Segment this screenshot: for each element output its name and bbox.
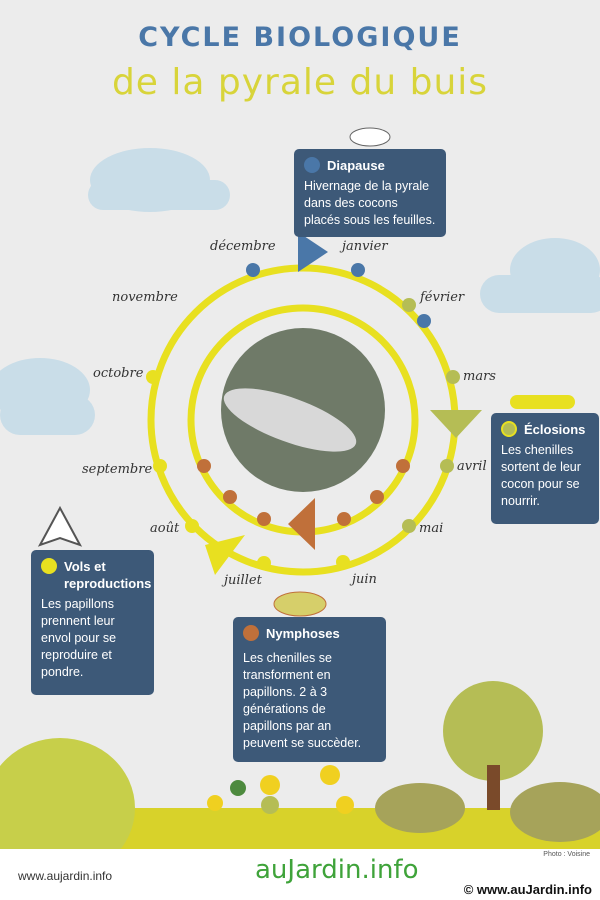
footer: www.aujardin.info auJardin.info Photo : … <box>0 849 600 900</box>
month-label: mai <box>419 521 444 536</box>
stage-eclosions: Éclosions Les chenilles sortent de leur … <box>491 413 599 524</box>
arrow-icon <box>430 410 482 438</box>
month-label: juin <box>352 572 377 587</box>
subtitle: de la pyrale du buis <box>111 62 489 103</box>
logo: auJardin.info <box>255 855 419 885</box>
stage-dot <box>41 558 57 574</box>
month-label: avril <box>457 459 487 474</box>
month-label: novembre <box>112 290 178 305</box>
stage-title: Vols et reproductions <box>64 559 152 591</box>
chrysalis-icon <box>273 591 327 617</box>
month-label: août <box>150 521 180 536</box>
month-label: septembre <box>82 462 153 477</box>
site-link[interactable]: www.aujardin.info <box>18 869 113 883</box>
arrow-icon <box>288 498 315 550</box>
stage-title: Éclosions <box>524 422 586 437</box>
moth-icon <box>223 388 357 452</box>
stage-title: Nymphoses <box>266 626 340 641</box>
stage-text: Les chenilles sortent de leur cocon pour… <box>501 443 581 508</box>
cocoon-icon <box>349 127 391 147</box>
month-label: décembre <box>210 239 276 254</box>
photo-credit: Photo : Voisine <box>543 851 590 858</box>
stage-text: Hivernage de la pyrale dans des cocons p… <box>304 179 436 227</box>
stage-text: Les chenilles se transforment en papillo… <box>243 651 362 750</box>
arrow-icon <box>298 232 328 272</box>
month-label: mars <box>463 369 496 384</box>
stage-title: Diapause <box>327 158 385 173</box>
month-label: février <box>420 290 465 305</box>
stage-dot <box>501 421 517 437</box>
arrow-icon <box>205 535 245 575</box>
stage-vols: Vols et reproductions Les papillons pren… <box>31 550 154 695</box>
stage-dot <box>304 157 320 173</box>
month-label: janvier <box>342 239 388 254</box>
stage-diapause: Diapause Hivernage de la pyrale dans des… <box>294 149 446 237</box>
caterpillar-icon <box>510 395 575 409</box>
month-label: juillet <box>224 573 262 588</box>
cloud-icon <box>0 148 600 435</box>
stage-dot <box>243 625 259 641</box>
month-dots <box>146 263 460 570</box>
stage-text: Les papillons prennent leur envol pour s… <box>41 597 117 679</box>
copyright: © www.auJardin.info <box>463 882 592 897</box>
butterfly-icon <box>37 505 83 547</box>
title: CYCLE BIOLOGIQUE <box>138 22 462 53</box>
stage-nymphoses: Nymphoses Les chenilles se transforment … <box>233 617 386 762</box>
month-label: octobre <box>93 366 144 381</box>
landscape <box>0 681 600 878</box>
